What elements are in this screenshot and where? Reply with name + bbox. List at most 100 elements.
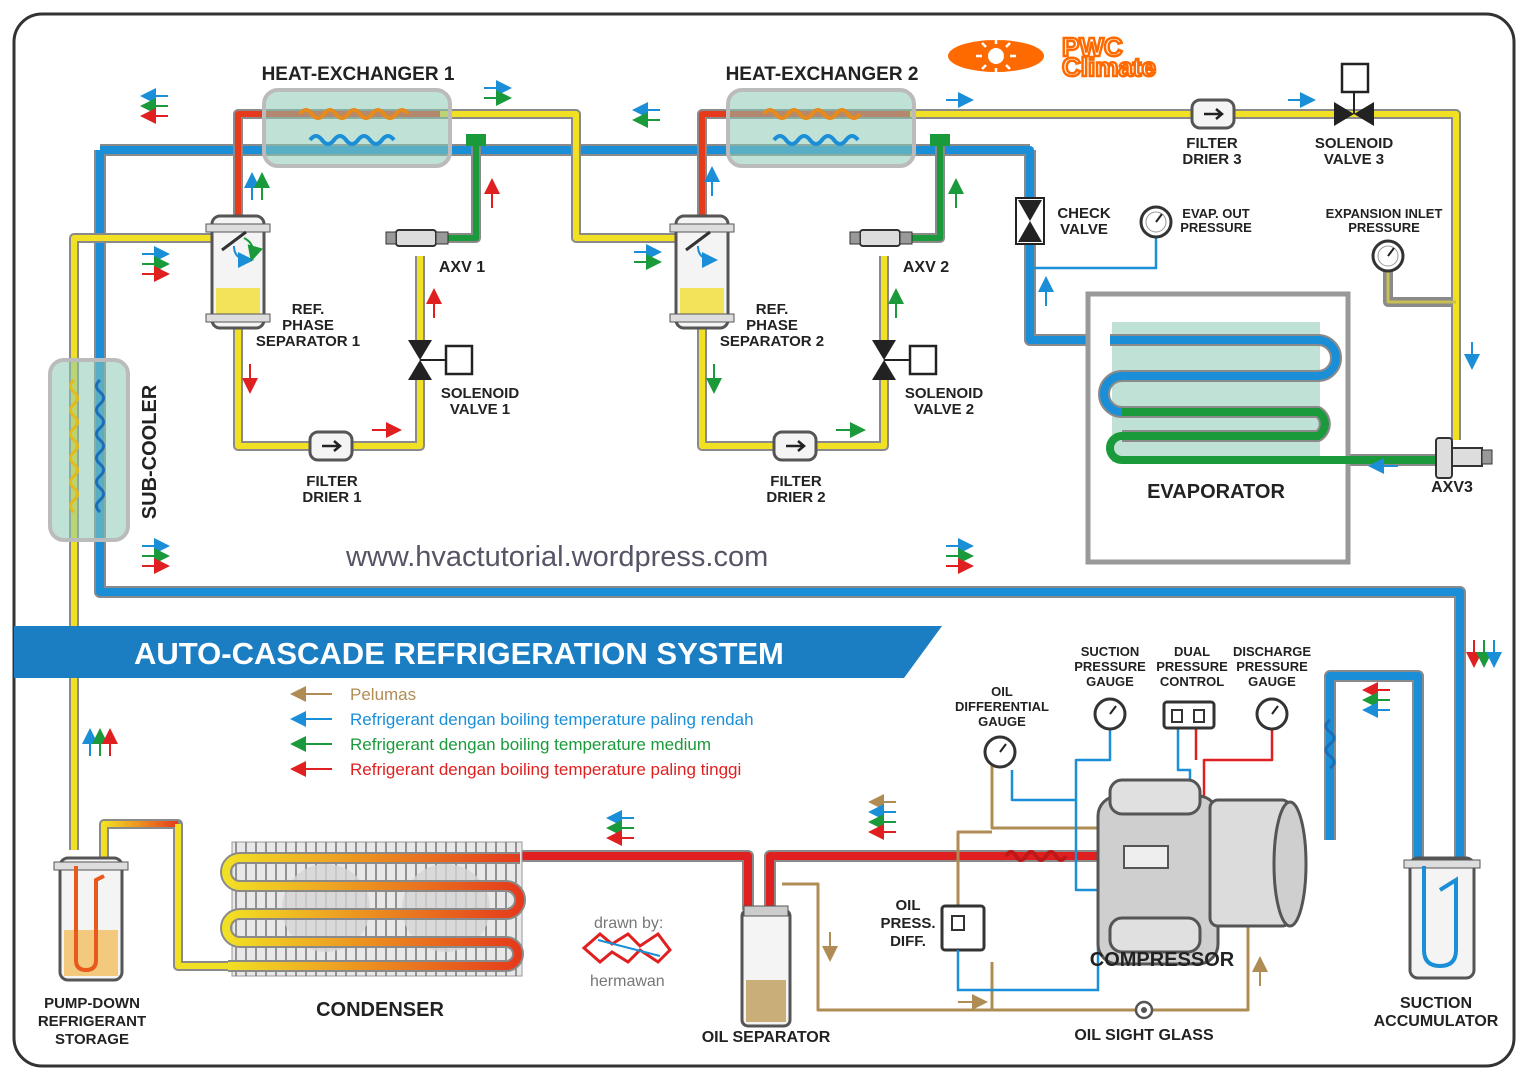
- label-sep1-line2: PHASE: [282, 317, 334, 334]
- label-solenoid-valve-1-line1: SOLENOID: [441, 385, 520, 402]
- logo-text-line2: Climate: [1062, 52, 1156, 82]
- legend-item-1: Pelumas: [350, 685, 416, 704]
- evaporator-unit: [1085, 291, 1442, 565]
- label-solenoid-valve-2-line2: VALVE 2: [914, 401, 974, 418]
- label-solenoid-valve-2-line1: SOLENOID: [905, 385, 984, 402]
- label-suction-accumulator-line1: SUCTION: [1400, 995, 1472, 1012]
- label-dual-control-line3: CONTROL: [1160, 674, 1224, 689]
- pump-down-lines: [99, 819, 230, 971]
- label-hx1: HEAT-EXCHANGER 1: [262, 64, 455, 85]
- label-discharge-gauge-line2: PRESSURE: [1236, 659, 1308, 674]
- accumulator-piping: [1324, 670, 1424, 860]
- oil-differential-gauge-icon: [983, 735, 1017, 769]
- phase-separator-2: [669, 214, 735, 330]
- label-dual-control-line2: PRESSURE: [1156, 659, 1228, 674]
- label-sep1-line1: REF.: [292, 301, 325, 318]
- hx1-piping: [233, 109, 680, 243]
- label-oil-press-diff-line1: OIL: [896, 897, 921, 914]
- label-pump-down-line3: STORAGE: [55, 1031, 129, 1048]
- hx2-hot-coil: [762, 108, 862, 120]
- hermawan-logo-icon: [581, 931, 672, 964]
- oil-pressure-diff-switch: [940, 904, 1100, 992]
- label-filter-drier-1-line2: DRIER 1: [302, 489, 361, 506]
- label-oil-diff-gauge-line1: OIL: [991, 684, 1013, 699]
- label-sub-cooler: SUB-COOLER: [139, 384, 161, 519]
- expansion-inlet-pressure-gauge: [1371, 239, 1405, 273]
- gauge-lines: [1010, 726, 1274, 892]
- label-axv1: AXV 1: [439, 259, 485, 276]
- label-compressor: COMPRESSOR: [1090, 949, 1235, 971]
- evap-out-sensing-line: [1030, 238, 1158, 270]
- label-oil-press-diff-line2: PRESS.: [880, 915, 935, 932]
- website-url[interactable]: www.hvactutorial.wordpress.com: [345, 541, 768, 573]
- credit-author: hermawan: [590, 973, 665, 990]
- label-condenser: CONDENSER: [316, 999, 444, 1021]
- filter-drier-1-icon: [308, 430, 354, 462]
- heat-exchanger-1: [262, 88, 452, 168]
- label-dual-control-line1: DUAL: [1174, 644, 1210, 659]
- evap-out-pressure-gauge: [1139, 205, 1173, 239]
- suction-accumulator-tank: [1403, 856, 1481, 980]
- label-expansion-inlet-pressure-line2: PRESSURE: [1348, 220, 1420, 235]
- label-suction-accumulator-line2: ACCUMULATOR: [1374, 1013, 1499, 1030]
- yellow-liquid-line-top: [910, 109, 1461, 440]
- axv1-icon: [385, 229, 449, 247]
- solenoid-valve-2-icon: [872, 340, 938, 380]
- label-filter-drier-3-line2: DRIER 3: [1182, 151, 1241, 168]
- label-oil-diff-gauge-line2: DIFFERENTIAL: [955, 699, 1049, 714]
- sub-cooler-unit: [48, 358, 130, 542]
- oil-sight-glass-icon: [1134, 1000, 1154, 1020]
- label-pump-down-line1: PUMP-DOWN: [44, 995, 140, 1012]
- label-evaporator: EVAPORATOR: [1147, 481, 1285, 503]
- label-expansion-inlet-pressure-line1: EXPANSION INLET: [1326, 206, 1443, 221]
- condenser-unit: [220, 841, 526, 977]
- axv2-icon: [849, 229, 913, 247]
- label-suction-gauge-line1: SUCTION: [1081, 644, 1140, 659]
- page-title: AUTO-CASCADE REFRIGERATION SYSTEM: [134, 636, 784, 671]
- phase-separator-1: [205, 214, 271, 330]
- pwc-logo-icon: [948, 40, 1044, 72]
- label-discharge-gauge-line1: DISCHARGE: [1233, 644, 1311, 659]
- dual-pressure-control-icon: [1162, 700, 1216, 730]
- suction-pressure-gauge-icon: [1093, 697, 1127, 731]
- label-filter-drier-2-line2: DRIER 2: [766, 489, 825, 506]
- solenoid-valve-3-icon: [1334, 62, 1374, 126]
- legend-item-3: Refrigerant dengan boiling temperature m…: [350, 735, 711, 754]
- compressor-unit: [1096, 778, 1308, 966]
- flow-arrows: [82, 80, 1502, 1010]
- label-filter-drier-2-line1: FILTER: [770, 473, 822, 490]
- label-axv3: AXV3: [1431, 479, 1473, 496]
- label-solenoid-valve-1-line2: VALVE 1: [450, 401, 510, 418]
- label-evap-out-pressure-line2: PRESSURE: [1180, 220, 1252, 235]
- label-sep2-line2: PHASE: [746, 317, 798, 334]
- label-solenoid-valve-3-line1: SOLENOID: [1315, 135, 1394, 152]
- label-sep1-line3: SEPARATOR 1: [256, 333, 360, 350]
- label-axv2: AXV 2: [903, 259, 949, 276]
- legend-item-2: Refrigerant dengan boiling temperature p…: [350, 710, 754, 729]
- axv3-icon: [1435, 437, 1493, 479]
- label-check-valve-line2: VALVE: [1060, 221, 1108, 238]
- label-oil-separator: OIL SEPARATOR: [702, 1029, 831, 1046]
- title-banner: [14, 626, 942, 678]
- label-filter-drier-3-line1: FILTER: [1186, 135, 1238, 152]
- heat-exchanger-2: [726, 88, 916, 168]
- label-oil-diff-gauge-line3: GAUGE: [978, 714, 1026, 729]
- hx2-cold-coil: [772, 134, 860, 146]
- label-hx2: HEAT-EXCHANGER 2: [726, 64, 919, 85]
- oil-separator-unit: [740, 905, 792, 1028]
- label-sep2-line3: SEPARATOR 2: [720, 333, 824, 350]
- label-discharge-gauge-line3: GAUGE: [1248, 674, 1296, 689]
- filter-drier-2-icon: [772, 430, 818, 462]
- label-solenoid-valve-3-line2: VALVE 3: [1324, 151, 1384, 168]
- label-oil-press-diff-line3: DIFF.: [890, 933, 926, 950]
- check-valve-icon: [1015, 197, 1045, 245]
- label-suction-gauge-line3: GAUGE: [1086, 674, 1134, 689]
- pump-down-storage-tank: [53, 856, 129, 982]
- credit-drawn-by: drawn by:: [594, 915, 663, 932]
- discharge-pressure-gauge-icon: [1255, 697, 1289, 731]
- hx1-cold-coil: [308, 134, 396, 146]
